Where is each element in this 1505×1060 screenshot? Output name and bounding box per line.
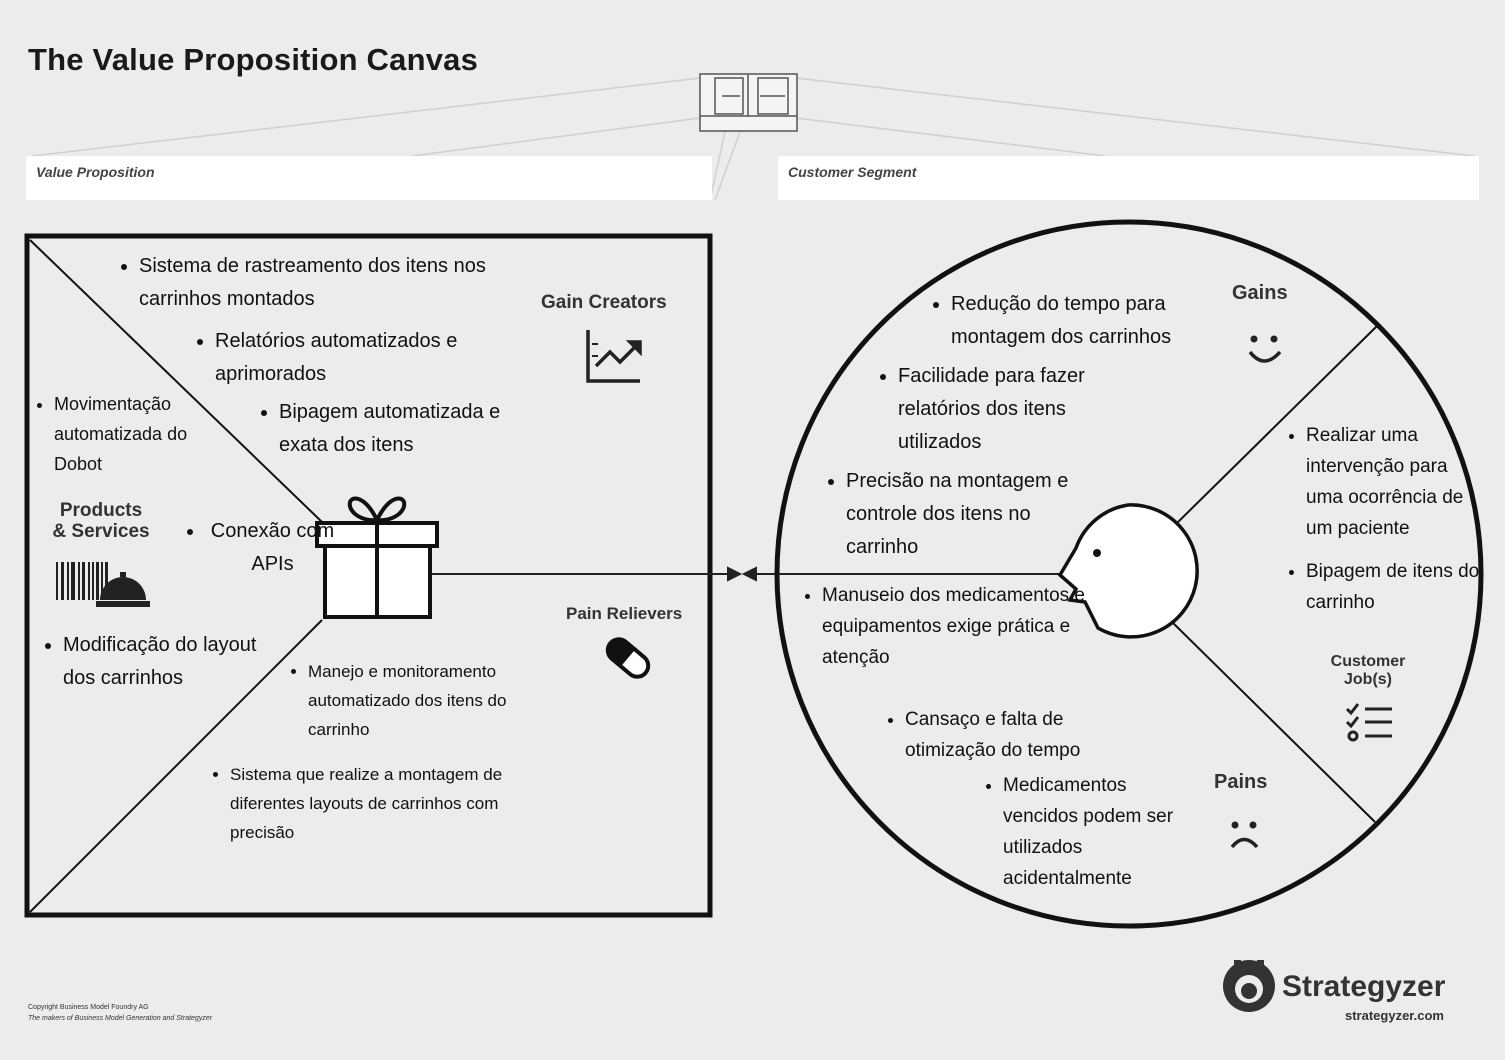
list-item: Redução do tempo para montagem dos carri… bbox=[951, 288, 1221, 354]
pains-list: Medicamentos vencidos podem ser utilizad… bbox=[985, 770, 1178, 894]
mini-canvas-icon bbox=[699, 73, 798, 132]
list-item: Sistema de rastreamento dos itens nos ca… bbox=[139, 250, 519, 316]
list-item: Relatórios automatizados e aprimorados bbox=[215, 325, 495, 391]
page-title: The Value Proposition Canvas bbox=[28, 42, 479, 77]
gain-creators-list: Relatórios automatizados e aprimorados bbox=[197, 325, 495, 391]
gain-creators-list: Sistema de rastreamento dos itens nos ca… bbox=[121, 250, 519, 316]
brand-name: Strategyzer bbox=[1282, 970, 1446, 1003]
list-item: Manejo e monitoramento automatizado dos … bbox=[308, 657, 563, 744]
service-bell-icon bbox=[96, 572, 150, 607]
copyright-notice: Copyright Business Model Foundry AG The … bbox=[28, 1004, 213, 1022]
list-item: Medicamentos vencidos podem ser utilizad… bbox=[1003, 770, 1178, 894]
customer-jobs-label: Customer Job(s) bbox=[1330, 653, 1406, 688]
list-item: Bipagem de itens do carrinho bbox=[1306, 556, 1496, 618]
barcode-icon bbox=[56, 562, 108, 600]
face-profile-icon bbox=[1057, 503, 1199, 639]
pain-relievers-list: Manejo e monitoramento automatizado dos … bbox=[290, 657, 563, 744]
customer-segment-label: Customer Segment bbox=[788, 164, 917, 180]
pain-relievers-label: Pain Relievers bbox=[566, 604, 683, 623]
products-services-list: Movimentação automatizada do Dobot bbox=[36, 389, 204, 479]
list-item: Movimentação automatizada do Dobot bbox=[54, 389, 204, 479]
chart-trend-icon bbox=[586, 330, 642, 383]
strategyzer-logo-icon bbox=[1223, 960, 1275, 1012]
value-proposition-band: Value Proposition bbox=[26, 156, 712, 200]
customer-segment-band: Customer Segment bbox=[778, 156, 1479, 200]
list-item: Facilidade para fazer relatórios dos ite… bbox=[898, 360, 1123, 459]
pains-list: Manuseio dos medicamentos e equipamentos… bbox=[804, 580, 1102, 673]
products-services-list: Conexão com APIs bbox=[187, 515, 340, 581]
list-item: Precisão na montagem e controle dos iten… bbox=[846, 465, 1101, 564]
gains-list: Redução do tempo para montagem dos carri… bbox=[933, 288, 1221, 354]
list-item: Conexão com APIs bbox=[205, 515, 340, 581]
pain-relievers-list: Sistema que realize a montagem de difere… bbox=[212, 760, 565, 847]
gains-label: Gains bbox=[1232, 282, 1288, 304]
gain-creators-list: Bipagem automatizada e exata dos itens bbox=[261, 396, 544, 462]
gains-list: Facilidade para fazer relatórios dos ite… bbox=[880, 360, 1123, 459]
gain-creators-label: Gain Creators bbox=[541, 292, 667, 313]
value-map-square bbox=[24, 233, 713, 918]
list-item: Realizar uma intervenção para uma ocorrê… bbox=[1306, 420, 1486, 544]
gift-icon bbox=[315, 496, 439, 619]
list-item: Modificação do layout dos carrinhos bbox=[63, 629, 263, 695]
pains-label: Pains bbox=[1214, 771, 1268, 793]
brand-url: strategyzer.com bbox=[1345, 1008, 1444, 1023]
frown-icon bbox=[1230, 821, 1259, 849]
connector-arrows bbox=[432, 566, 1060, 582]
list-item: Manuseio dos medicamentos e equipamentos… bbox=[822, 580, 1102, 673]
list-item: Sistema que realize a montagem de difere… bbox=[230, 760, 565, 847]
list-item: Cansaço e falta de otimização do tempo bbox=[905, 704, 1135, 766]
pill-icon bbox=[605, 637, 651, 679]
pains-list: Cansaço e falta de otimização do tempo bbox=[887, 704, 1135, 766]
customer-profile-circle bbox=[774, 219, 1484, 929]
customer-jobs-list: Bipagem de itens do carrinho bbox=[1288, 556, 1496, 618]
smile-icon bbox=[1248, 335, 1282, 363]
value-proposition-label: Value Proposition bbox=[36, 164, 155, 180]
customer-jobs-list: Realizar uma intervenção para uma ocorrê… bbox=[1288, 420, 1486, 544]
checklist-icon bbox=[1345, 703, 1392, 742]
products-services-list: Modificação do layout dos carrinhos bbox=[45, 629, 263, 695]
gains-list: Precisão na montagem e controle dos iten… bbox=[828, 465, 1101, 564]
products-services-label: Products & Services bbox=[52, 500, 150, 542]
list-item: Bipagem automatizada e exata dos itens bbox=[279, 396, 544, 462]
